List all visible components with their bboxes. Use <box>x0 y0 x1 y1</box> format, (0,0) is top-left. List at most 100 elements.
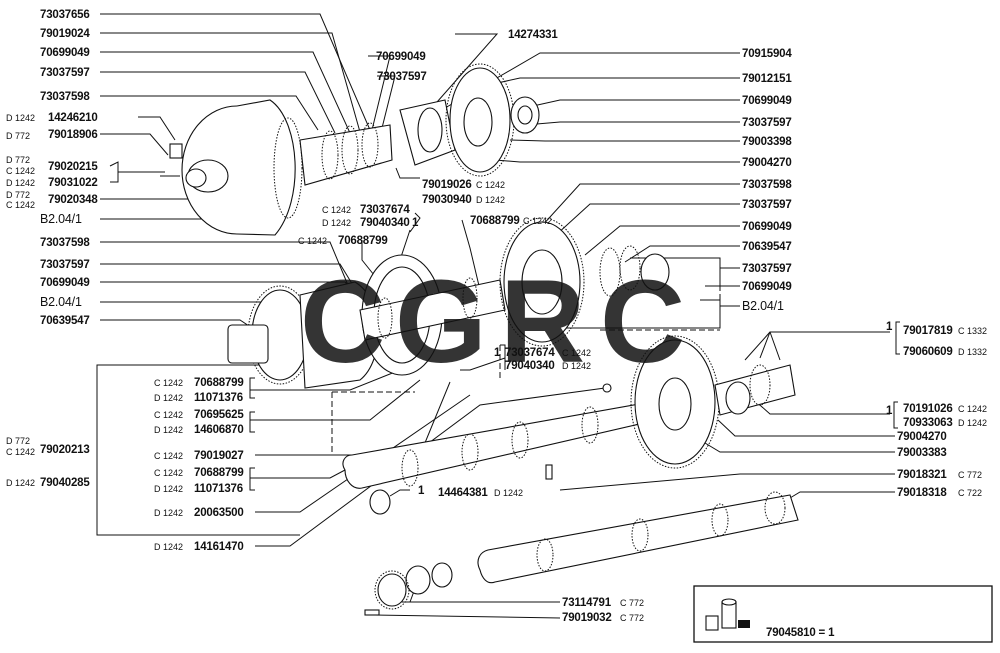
right-labels: 70915904 79012151 70699049 73037597 7900… <box>742 48 793 313</box>
label-r10: 70639547 <box>742 241 792 253</box>
label-r11: 73037597 <box>742 263 792 275</box>
misc-labels: 1 14464381 D 1242 73114791 C 772 7901903… <box>418 485 644 624</box>
right-lower-labels: 1 79017819 C 1332 79060609 D 1332 1 7019… <box>886 321 987 499</box>
label-m1: 14464381 <box>438 487 488 499</box>
model-rl7: C 772 <box>958 470 982 480</box>
upper-clutch-assembly <box>160 63 540 236</box>
model-l9b: D 1242 <box>6 178 35 188</box>
label-r12: 70699049 <box>742 281 792 293</box>
label-t2: 73037597 <box>377 71 427 83</box>
model-m2: C 772 <box>620 598 644 608</box>
label-l6: 14246210 <box>48 112 98 124</box>
center-labels: 79019026 C 1242 79030940 D 1242 C 1242 7… <box>298 179 591 372</box>
tool-inset: 79045810 = 1 <box>693 585 993 643</box>
label-c6: 70688799 <box>470 215 520 227</box>
label-l5: 73037598 <box>40 91 90 103</box>
prefix-m1: 1 <box>418 485 425 497</box>
label-c7: 73037674 <box>505 347 555 359</box>
model-p1b: D 1242 <box>154 393 183 403</box>
model-l9: C 1242 <box>6 166 35 176</box>
label-l3: 70699049 <box>40 47 90 59</box>
watermark-letter-2: G <box>395 256 487 388</box>
label-m2: 73114791 <box>562 597 612 609</box>
label-rl2: 79060609 <box>903 346 953 358</box>
prefix-rl3: 1 <box>886 405 893 417</box>
model-rl2: D 1332 <box>958 347 987 357</box>
left-labels: 73037656 79019024 70699049 73037597 7303… <box>6 9 99 327</box>
lower-shaft <box>364 491 799 616</box>
top-labels: 70699049 73037597 14274331 <box>376 29 559 83</box>
model-c8: D 1242 <box>562 361 591 371</box>
label-t3: 14274331 <box>508 29 558 41</box>
label-m3: 79019032 <box>562 612 612 624</box>
label-rl5: 79004270 <box>897 431 947 443</box>
model-l10b: C 1242 <box>6 200 35 210</box>
label-l11: B2.04/1 <box>40 212 82 226</box>
model-rl1: C 1332 <box>958 326 987 336</box>
label-p1a: 70688799 <box>194 377 244 389</box>
label-r3: 70699049 <box>742 95 792 107</box>
model-rl3: C 1242 <box>958 404 987 414</box>
model-m3: C 772 <box>620 613 644 623</box>
model-p4b: D 1242 <box>154 484 183 494</box>
label-p4a: 70688799 <box>194 467 244 479</box>
label-p6: 14161470 <box>194 541 244 553</box>
label-rl1: 79017819 <box>903 325 953 337</box>
label-l4: 73037597 <box>40 67 90 79</box>
label-l12: 73037598 <box>40 237 90 249</box>
label-l8: 79020215 <box>48 161 98 173</box>
label-c8: 79040340 <box>505 360 555 372</box>
model-g2: D 1242 <box>6 478 35 488</box>
model-p1a: C 1242 <box>154 378 183 388</box>
label-c3: 73037674 <box>360 204 410 216</box>
label-l16: 70639547 <box>40 315 90 327</box>
lower-left-labels: C 1242 70688799 D 1242 11071376 C 1242 7… <box>154 377 245 553</box>
label-r6: 79004270 <box>742 157 792 169</box>
middle-clutch-assembly <box>227 217 670 389</box>
label-c2: 79030940 <box>422 194 472 206</box>
label-l13: 73037597 <box>40 259 90 271</box>
inset-label: 79045810 = 1 <box>766 627 835 639</box>
label-t1: 70699049 <box>376 51 426 63</box>
model-l10: D 772 <box>6 190 30 200</box>
model-c7: C 1242 <box>562 348 591 358</box>
main-shaft <box>342 335 796 515</box>
label-l7: 79018906 <box>48 129 98 141</box>
prefix-rl1: 1 <box>886 321 893 333</box>
label-rl4: 70933063 <box>903 417 953 429</box>
tool-icon <box>705 598 750 631</box>
watermark-letter-1: C <box>300 256 385 388</box>
label-g2: 79040285 <box>40 477 90 489</box>
model-l8: D 772 <box>6 155 30 165</box>
label-rl3: 70191026 <box>903 403 953 415</box>
model-p4a: C 1242 <box>154 468 183 478</box>
label-r9: 70699049 <box>742 221 792 233</box>
label-rl6: 79003383 <box>897 447 947 459</box>
model-c4: D 1242 <box>322 218 351 228</box>
prefix-c7: 1 <box>494 347 501 359</box>
model-p6: D 1242 <box>154 542 183 552</box>
model-c5: C 1242 <box>298 236 327 246</box>
label-c4: 79040340 <box>360 217 410 229</box>
watermark: C G R C <box>300 256 685 388</box>
label-r13: B2.04/1 <box>742 299 784 313</box>
model-rl4: D 1242 <box>958 418 987 428</box>
model-p5: D 1242 <box>154 508 183 518</box>
label-r8: 73037597 <box>742 199 792 211</box>
model-rl8: C 722 <box>958 488 982 498</box>
label-rl7: 79018321 <box>897 469 947 481</box>
label-p2b: 14606870 <box>194 424 244 436</box>
group-left-labels: D 772 C 1242 79020213 D 1242 79040285 <box>6 436 91 489</box>
suffix-c4: 1 <box>412 217 419 229</box>
label-p3: 79019027 <box>194 450 244 462</box>
label-l14: 70699049 <box>40 277 90 289</box>
label-p5: 20063500 <box>194 507 244 519</box>
model-l7: D 772 <box>6 131 30 141</box>
model-m1: D 1242 <box>494 488 523 498</box>
watermark-letter-3: R <box>500 256 585 388</box>
model-c1: C 1242 <box>476 180 505 190</box>
label-l10: 79020348 <box>48 194 98 206</box>
model-c6: C 1242 <box>523 216 552 226</box>
